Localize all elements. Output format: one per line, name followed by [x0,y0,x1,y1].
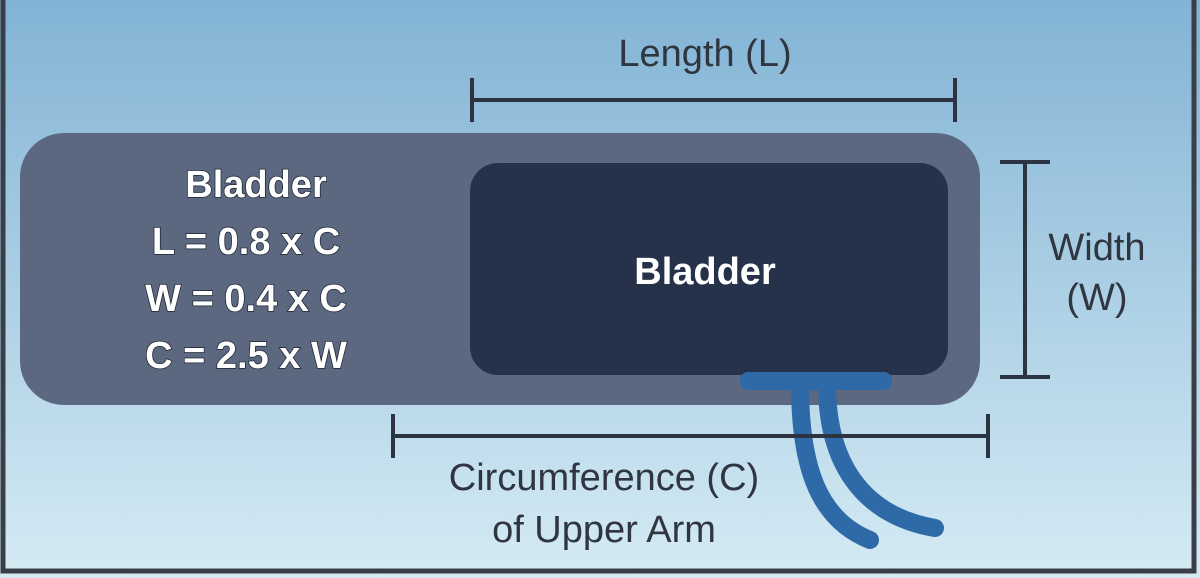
tubes [791,375,944,549]
formula-length: L = 0.8 x C [152,221,340,263]
width-label-line2: (W) [1066,277,1127,319]
length-label: Length (L) [618,33,791,75]
tube-right [818,375,944,537]
bladder-label: Bladder [634,251,776,293]
cuff-notes-title: Bladder [185,164,327,206]
circumference-dimension [391,414,990,458]
circumference-label-line2: of Upper Arm [492,509,716,551]
formula-circumference: C = 2.5 x W [145,335,347,377]
formula-width: W = 0.4 x C [145,278,347,320]
bladder [470,163,948,375]
circumference-label-line1: Circumference (C) [449,457,759,499]
tube-connector [740,372,892,390]
tube-left [791,375,879,549]
width-label-line1: Width [1048,227,1145,269]
length-dimension [470,78,957,122]
width-dimension [1000,160,1050,379]
